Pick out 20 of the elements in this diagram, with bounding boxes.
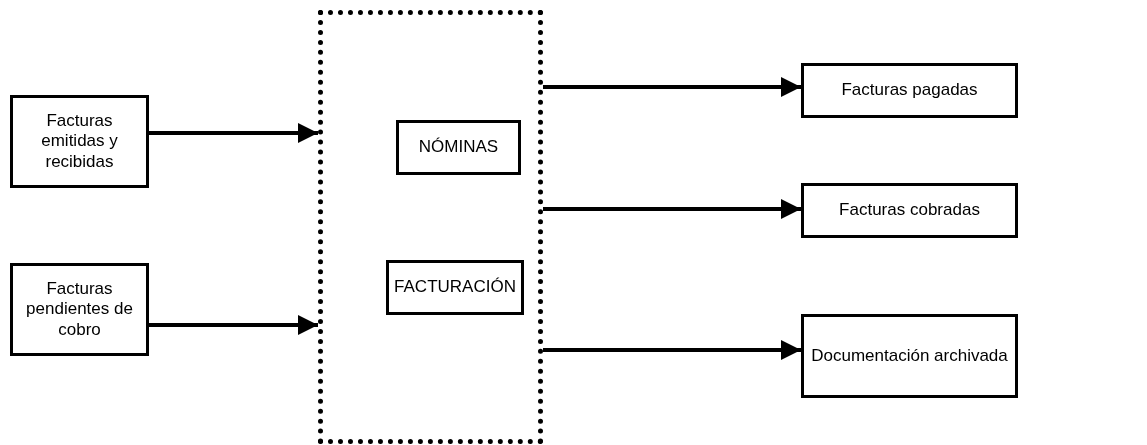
dotted-boundary-box [318,10,543,444]
process-box [801,63,1018,118]
box-label: Facturas pendientes de cobro [25,278,134,341]
box-label: Facturas emitidas y recibidas [40,110,119,173]
process-box [396,120,521,175]
box-label: FACTURACIÓN [394,277,516,298]
arrow [543,340,801,360]
arrow [543,77,801,97]
process-box [801,183,1018,238]
arrow [149,315,318,335]
process-box [386,260,524,315]
box-label: Facturas pagadas [841,80,978,101]
arrow [149,123,318,143]
box-label: NÓMINAS [418,137,499,158]
process-box [801,314,1018,398]
box-label: Documentación archivada [811,345,1008,367]
process-box [10,95,149,188]
process-box [10,263,149,356]
arrow [543,199,801,219]
box-label: Facturas cobradas [839,200,980,221]
